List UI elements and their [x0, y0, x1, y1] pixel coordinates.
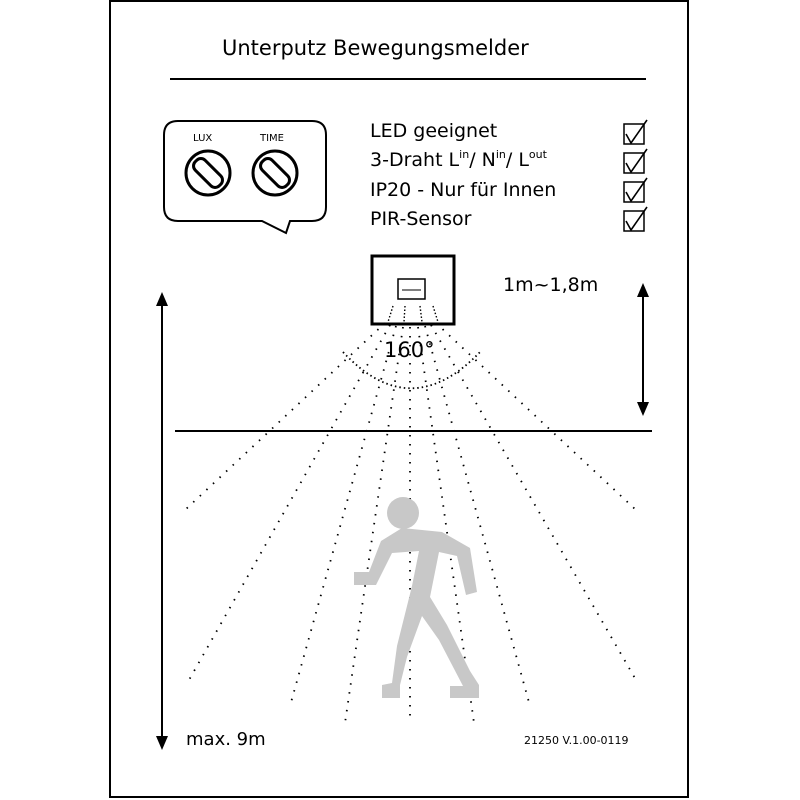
feature-wiring: 3-Draht Lin/ Nin/ Lout [370, 148, 547, 171]
person-walking-icon [354, 497, 479, 698]
feature-sensor-type: PIR-Sensor [370, 208, 472, 230]
knob-icon [251, 149, 299, 197]
checkbox-icon [623, 177, 648, 203]
page-title: Unterputz Bewegungsmelder [222, 36, 529, 60]
feature-led: LED geeignet [370, 120, 498, 142]
sheet-border [109, 0, 689, 798]
double-arrow-icon [156, 292, 168, 750]
version-label: 21250 V.1.00-0119 [524, 734, 629, 747]
detection-angle-label: 160° [384, 338, 435, 362]
sensor-icon [370, 254, 456, 326]
feature-wiring-text: / L [505, 149, 529, 171]
checkbox-icon [623, 148, 648, 174]
max-range-label: max. 9m [186, 729, 266, 750]
double-arrow-icon [637, 283, 649, 416]
feature-wiring-sup: out [528, 148, 547, 161]
controls-bubble [163, 120, 327, 235]
checkbox-icon [623, 119, 648, 145]
feature-wiring-sup: in [495, 148, 506, 161]
feature-ip-rating: IP20 - Nur für Innen [370, 179, 557, 201]
knob-icon [184, 149, 232, 197]
mounting-height-label: 1m~1,8m [503, 274, 599, 296]
feature-wiring-text: 3-Draht L [370, 149, 460, 171]
time-label: TIME [260, 133, 285, 144]
feature-wiring-text: / N [469, 149, 496, 171]
checkbox-icon [623, 206, 648, 232]
feature-wiring-sup: in [459, 148, 470, 161]
lux-label: LUX [193, 133, 213, 144]
